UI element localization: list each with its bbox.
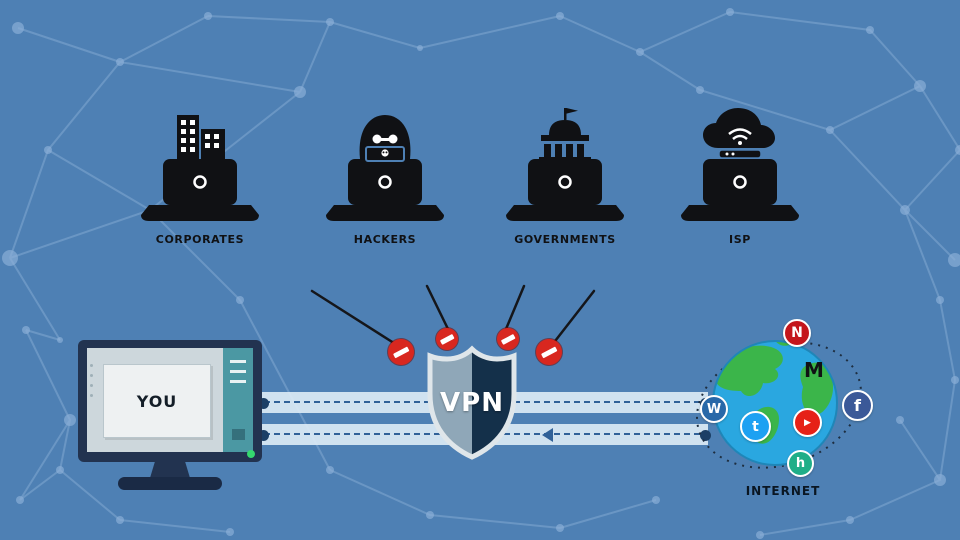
monitor-screen: YOU — [87, 348, 253, 452]
facebook-icon: f — [842, 390, 873, 421]
wordpress-icon: W — [700, 395, 728, 423]
corporates-laptop-graphic — [141, 115, 259, 221]
shield-icon — [427, 345, 517, 460]
isp-laptop-graphic — [681, 108, 799, 221]
threat-corporates: CORPORATES — [135, 103, 265, 246]
monitor-frame: YOU — [78, 340, 262, 462]
laptop-icon — [681, 159, 799, 221]
medium-icon: M — [804, 358, 824, 382]
mesh-nodes — [2, 8, 960, 539]
you-label: YOU — [136, 391, 178, 411]
governments-laptop-graphic — [506, 108, 624, 221]
threat-governments: GOVERNMENTS — [500, 103, 630, 246]
threat-hackers: HACKERS — [320, 103, 450, 246]
vpn-shield: VPN — [424, 344, 520, 462]
threat-label: GOVERNMENTS — [514, 233, 616, 246]
screen-dots — [90, 364, 93, 404]
monitor-stand-base — [118, 477, 222, 490]
buildings-icon — [177, 115, 225, 161]
hackers-laptop-graphic — [326, 115, 444, 221]
user-computer: YOU — [78, 340, 262, 492]
vpn-label: VPN — [440, 388, 504, 418]
laptop-logo-ring — [378, 175, 392, 189]
hacker-icon — [359, 115, 411, 162]
monitor-toolbar — [223, 348, 253, 452]
government-building-icon — [539, 108, 591, 161]
cloud-router-icon — [703, 108, 775, 159]
laptop-logo-ring — [193, 175, 207, 189]
left-arrowhead-icon — [542, 428, 553, 442]
power-led-icon — [247, 450, 255, 458]
you-panel: YOU — [103, 364, 211, 438]
laptop-icon — [326, 159, 444, 221]
threat-label: HACKERS — [353, 233, 417, 246]
netflix-icon: N — [783, 319, 811, 347]
tunnel-endpoint-dot — [258, 398, 269, 409]
hangouts-icon: h — [787, 450, 814, 477]
twitter-icon: t — [740, 411, 771, 442]
youtube-icon: ▶ — [793, 408, 822, 437]
tunnel-endpoint-dot — [700, 430, 711, 441]
threat-isp: ISP — [675, 103, 805, 246]
threat-label: CORPORATES — [155, 233, 245, 246]
laptop-icon — [506, 159, 624, 221]
monitor-stand-neck — [150, 462, 190, 478]
laptop-icon — [141, 159, 259, 221]
tunnel-endpoint-dot — [258, 430, 269, 441]
laptop-logo-ring — [733, 175, 747, 189]
threat-label: ISP — [729, 233, 751, 246]
laptop-logo-ring — [558, 175, 572, 189]
internet-label: INTERNET — [745, 484, 821, 498]
